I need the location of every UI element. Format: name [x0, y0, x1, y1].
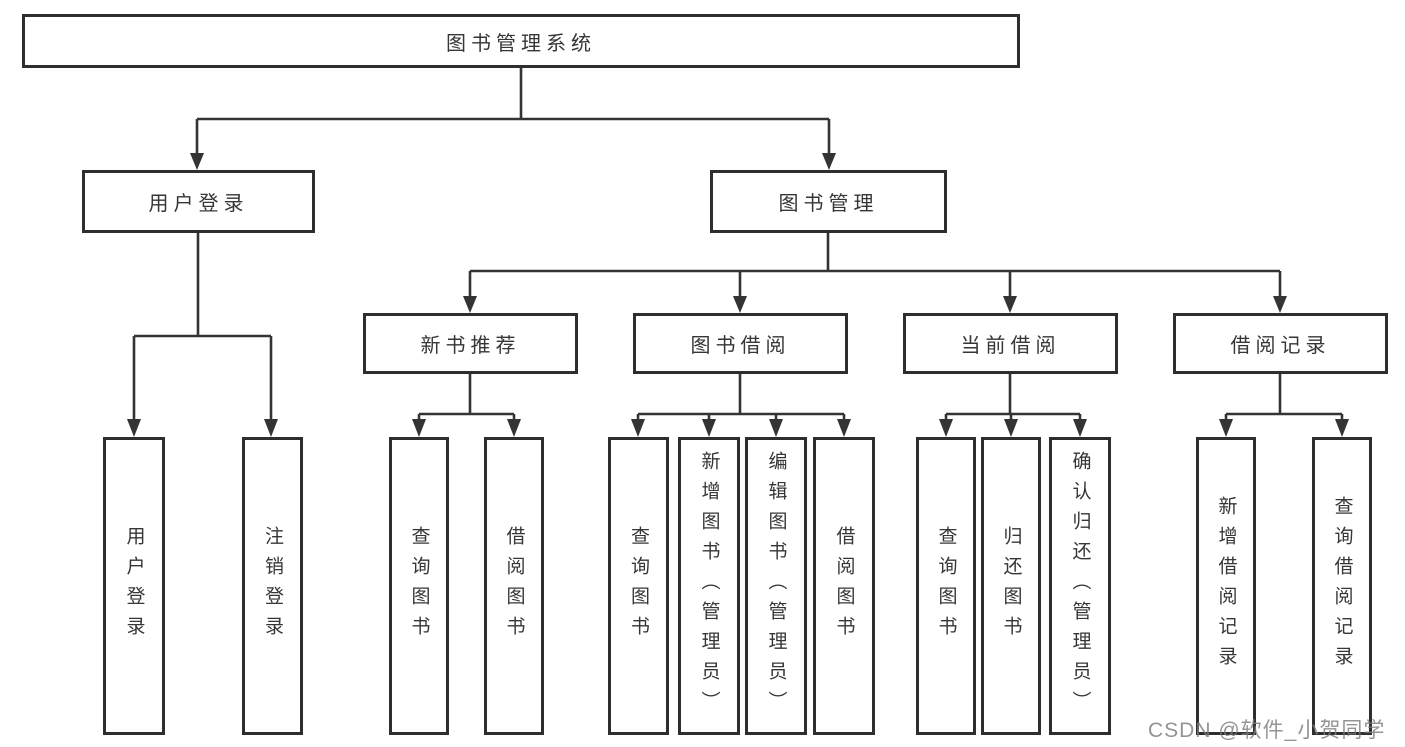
leaf-confirm-return-admin: 确认归还（管理员） [1049, 437, 1111, 735]
node-current-borrow: 当前借阅 [903, 313, 1118, 374]
leaf-add-borrow-record: 新增借阅记录 [1196, 437, 1256, 735]
node-borrow-records: 借阅记录 [1173, 313, 1388, 374]
leaf-edit-book-admin: 编辑图书（管理员） [745, 437, 807, 735]
leaf-borrow-books-recommend: 借阅图书 [484, 437, 544, 735]
leaf-query-books-recommend: 查询图书 [389, 437, 449, 735]
csdn-watermark: CSDN @软件_小贺同学 [1148, 719, 1386, 742]
node-user-login: 用户登录 [82, 170, 315, 233]
leaf-add-book-admin: 新增图书（管理员） [678, 437, 740, 735]
leaf-query-books-borrow: 查询图书 [608, 437, 669, 735]
node-library-management-system: 图书管理系统 [22, 14, 1020, 68]
leaf-query-books-current: 查询图书 [916, 437, 976, 735]
node-book-management: 图书管理 [710, 170, 947, 233]
leaf-user-login: 用户登录 [103, 437, 165, 735]
leaf-logout: 注销登录 [242, 437, 303, 735]
node-new-book-recommend: 新书推荐 [363, 313, 578, 374]
leaf-query-borrow-record: 查询借阅记录 [1312, 437, 1372, 735]
leaf-return-books: 归还图书 [981, 437, 1041, 735]
leaf-borrow-books-borrow: 借阅图书 [813, 437, 875, 735]
node-book-borrow: 图书借阅 [633, 313, 848, 374]
